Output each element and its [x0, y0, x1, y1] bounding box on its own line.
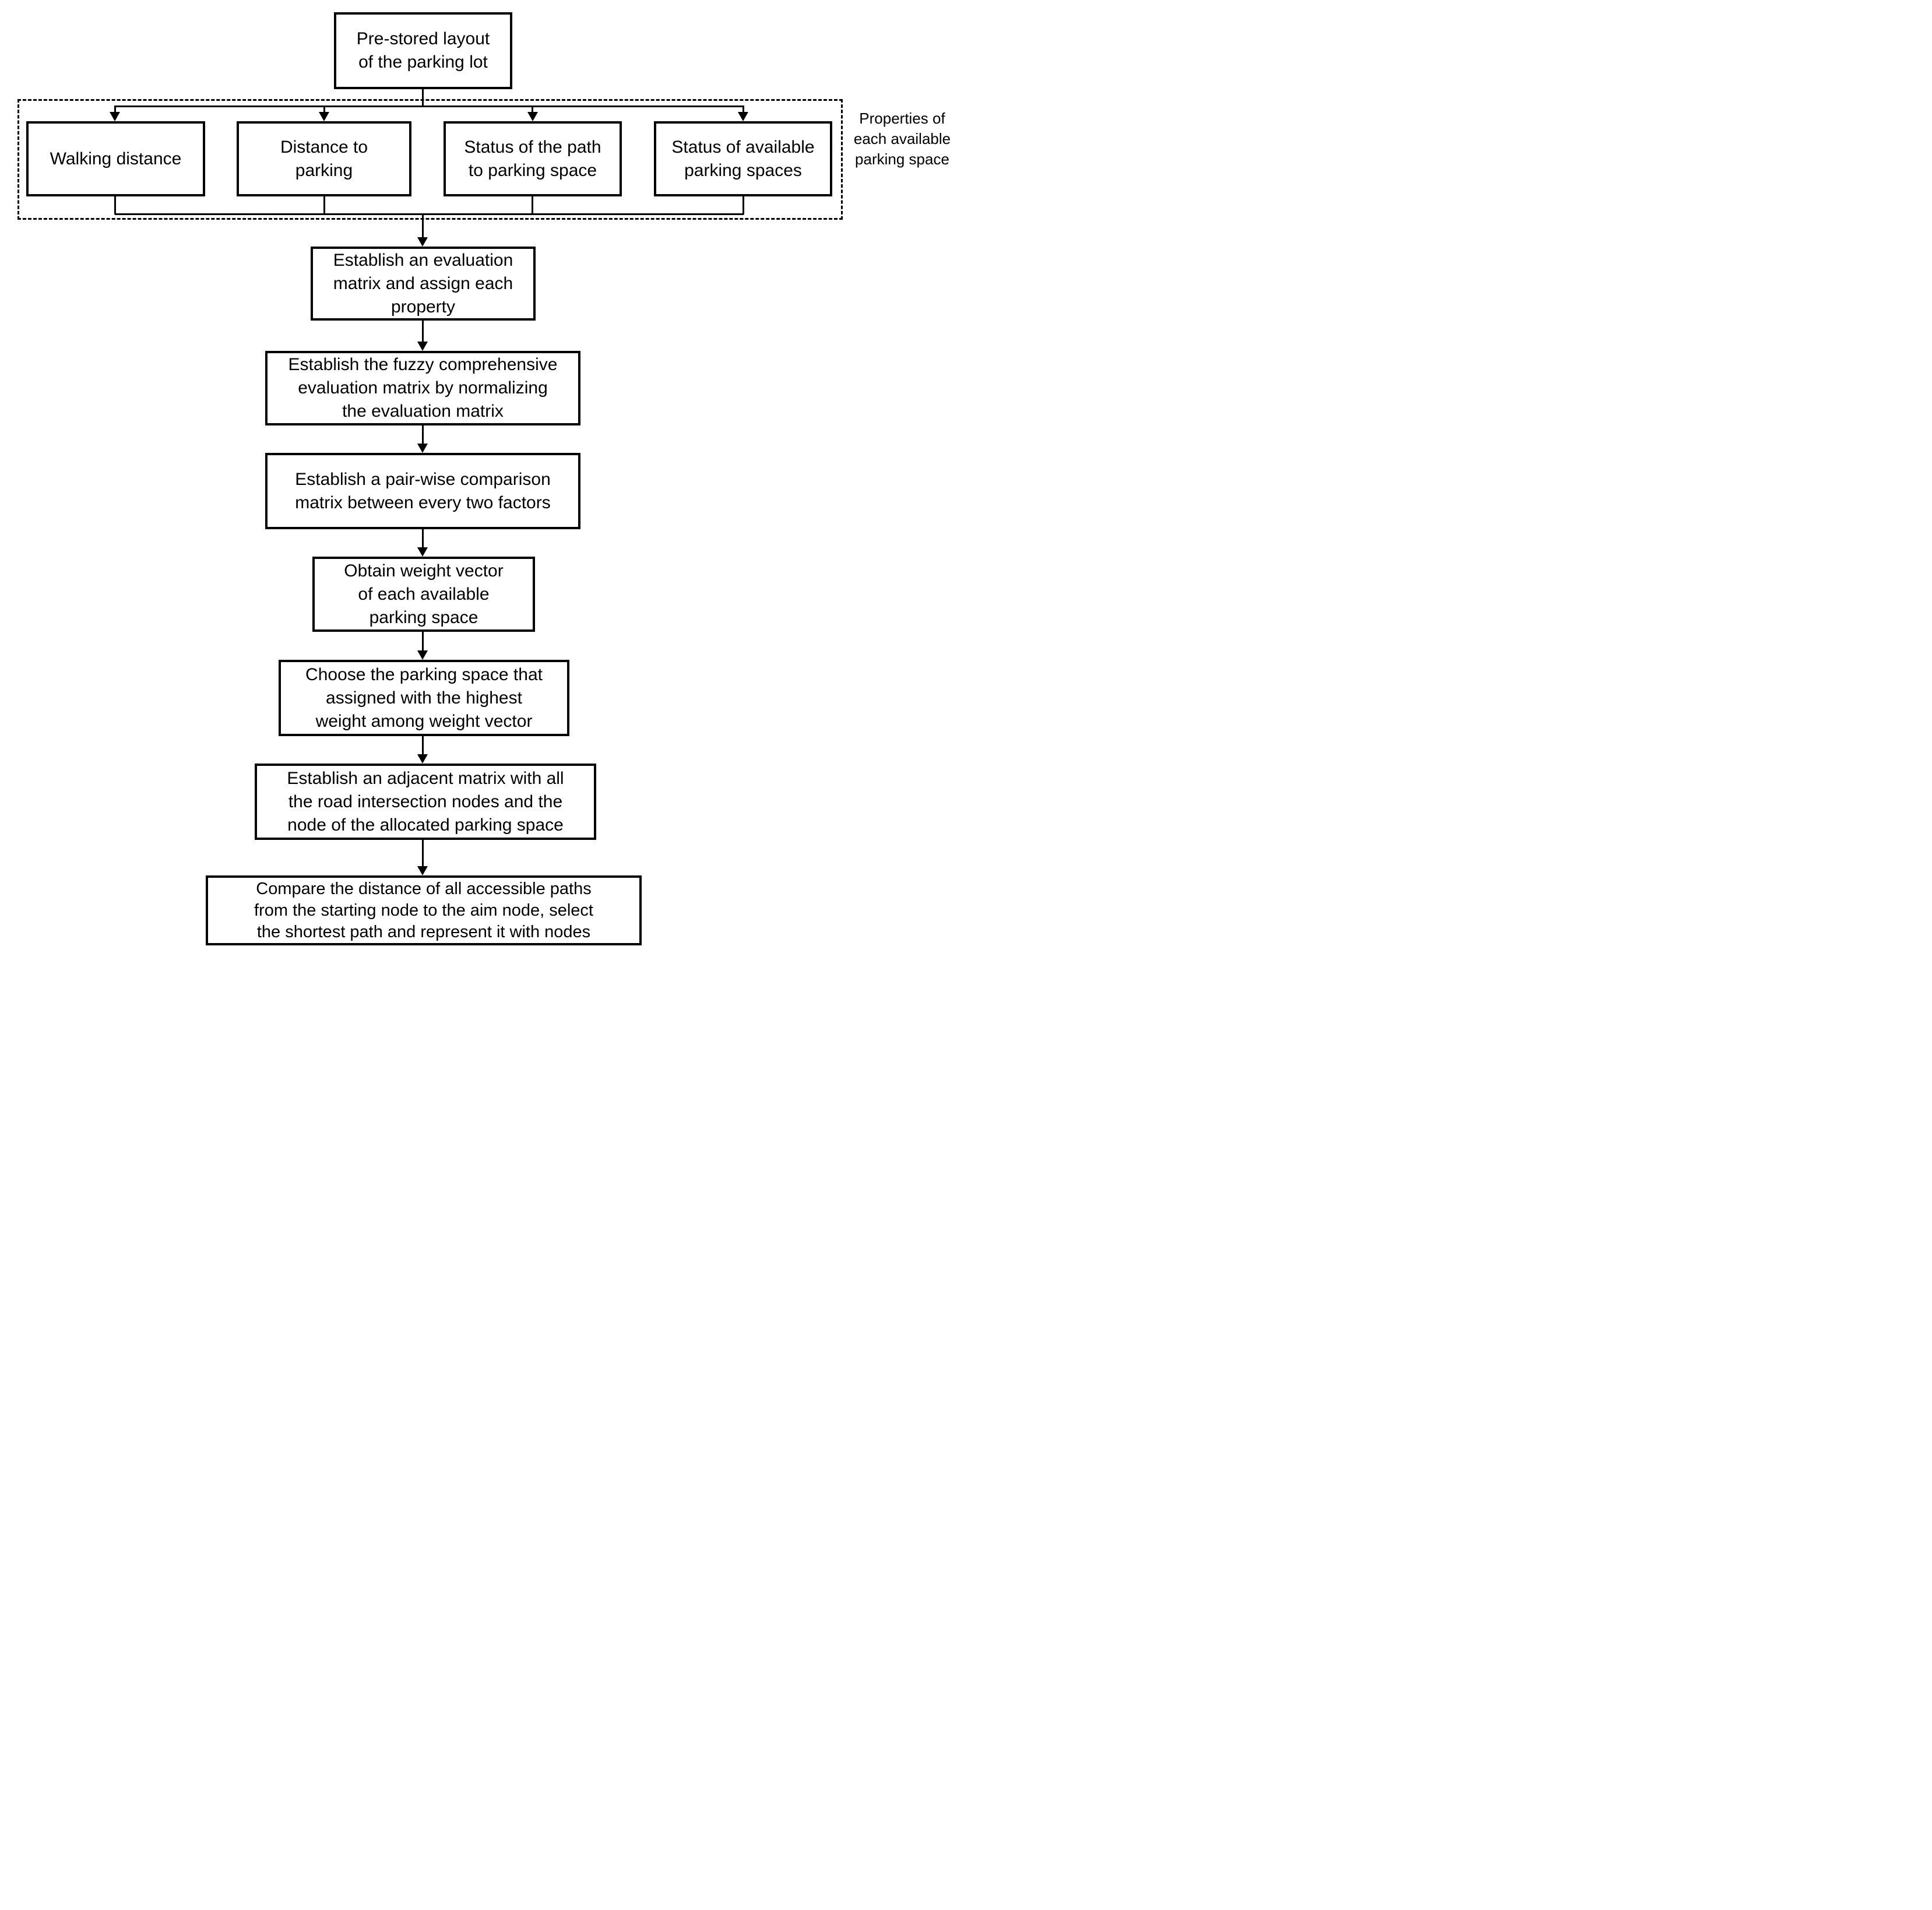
box-pre-stored-layout: Pre-stored layout of the parking lot	[334, 12, 512, 89]
connector-topbox-to-bus	[422, 88, 424, 106]
connector-step1-to-step2	[422, 319, 424, 342]
arrowhead-into-step4	[417, 547, 428, 557]
bus-line-merge	[115, 213, 744, 215]
connector-status-of-path-to-merge	[532, 196, 533, 214]
arrowhead-into-distance-to-parking	[319, 112, 329, 121]
arrowhead-into-status-available	[738, 112, 748, 121]
connector-step5-to-step6	[422, 735, 424, 755]
connector-bus-to-distance-to-parking	[323, 105, 325, 113]
property-box-status-available: Status of available parking spaces	[654, 121, 832, 196]
connector-step4-to-step5	[422, 631, 424, 651]
step-box-compare-paths: Compare the distance of all accessible p…	[206, 875, 642, 945]
connector-status-available-to-merge	[742, 196, 744, 214]
connector-merge-to-step1	[422, 213, 424, 238]
property-box-distance-to-parking: Distance to parking	[237, 121, 411, 196]
connector-distance-to-parking-to-merge	[323, 196, 325, 214]
step-box-pairwise-comparison: Establish a pair-wise comparison matrix …	[265, 453, 580, 529]
arrowhead-into-step1	[417, 237, 428, 247]
arrowhead-into-status-of-path	[527, 112, 538, 121]
step-box-adjacent-matrix: Establish an adjacent matrix with all th…	[255, 764, 596, 840]
connector-bus-to-status-available	[742, 105, 744, 113]
properties-dashed-group	[17, 99, 843, 220]
connector-step6-to-step7	[422, 839, 424, 867]
connector-bus-to-walking-distance	[114, 105, 116, 113]
properties-group-side-label: Properties of each available parking spa…	[853, 110, 951, 168]
property-box-walking-distance: Walking distance	[26, 121, 205, 196]
arrowhead-into-step5	[417, 650, 428, 660]
step-box-fuzzy-comprehensive: Establish the fuzzy comprehensive evalua…	[265, 351, 580, 425]
arrowhead-into-step3	[417, 444, 428, 453]
step-box-weight-vector: Obtain weight vector of each available p…	[312, 557, 535, 632]
connector-step3-to-step4	[422, 528, 424, 548]
step-box-evaluation-matrix: Establish an evaluation matrix and assig…	[311, 247, 536, 321]
connector-walking-distance-to-merge	[114, 196, 116, 214]
arrowhead-into-step6	[417, 754, 428, 764]
arrowhead-into-step7	[417, 866, 428, 875]
arrowhead-into-step2	[417, 342, 428, 351]
arrowhead-into-walking-distance	[110, 112, 120, 121]
connector-step2-to-step3	[422, 424, 424, 444]
connector-bus-to-status-of-path	[532, 105, 533, 113]
flowchart-parking-allocation: Pre-stored layout of the parking lot Wal…	[0, 0, 966, 955]
property-box-status-of-path: Status of the path to parking space	[444, 121, 622, 196]
step-box-choose-parking-space: Choose the parking space that assigned w…	[279, 660, 569, 736]
bus-line-top	[115, 105, 744, 107]
